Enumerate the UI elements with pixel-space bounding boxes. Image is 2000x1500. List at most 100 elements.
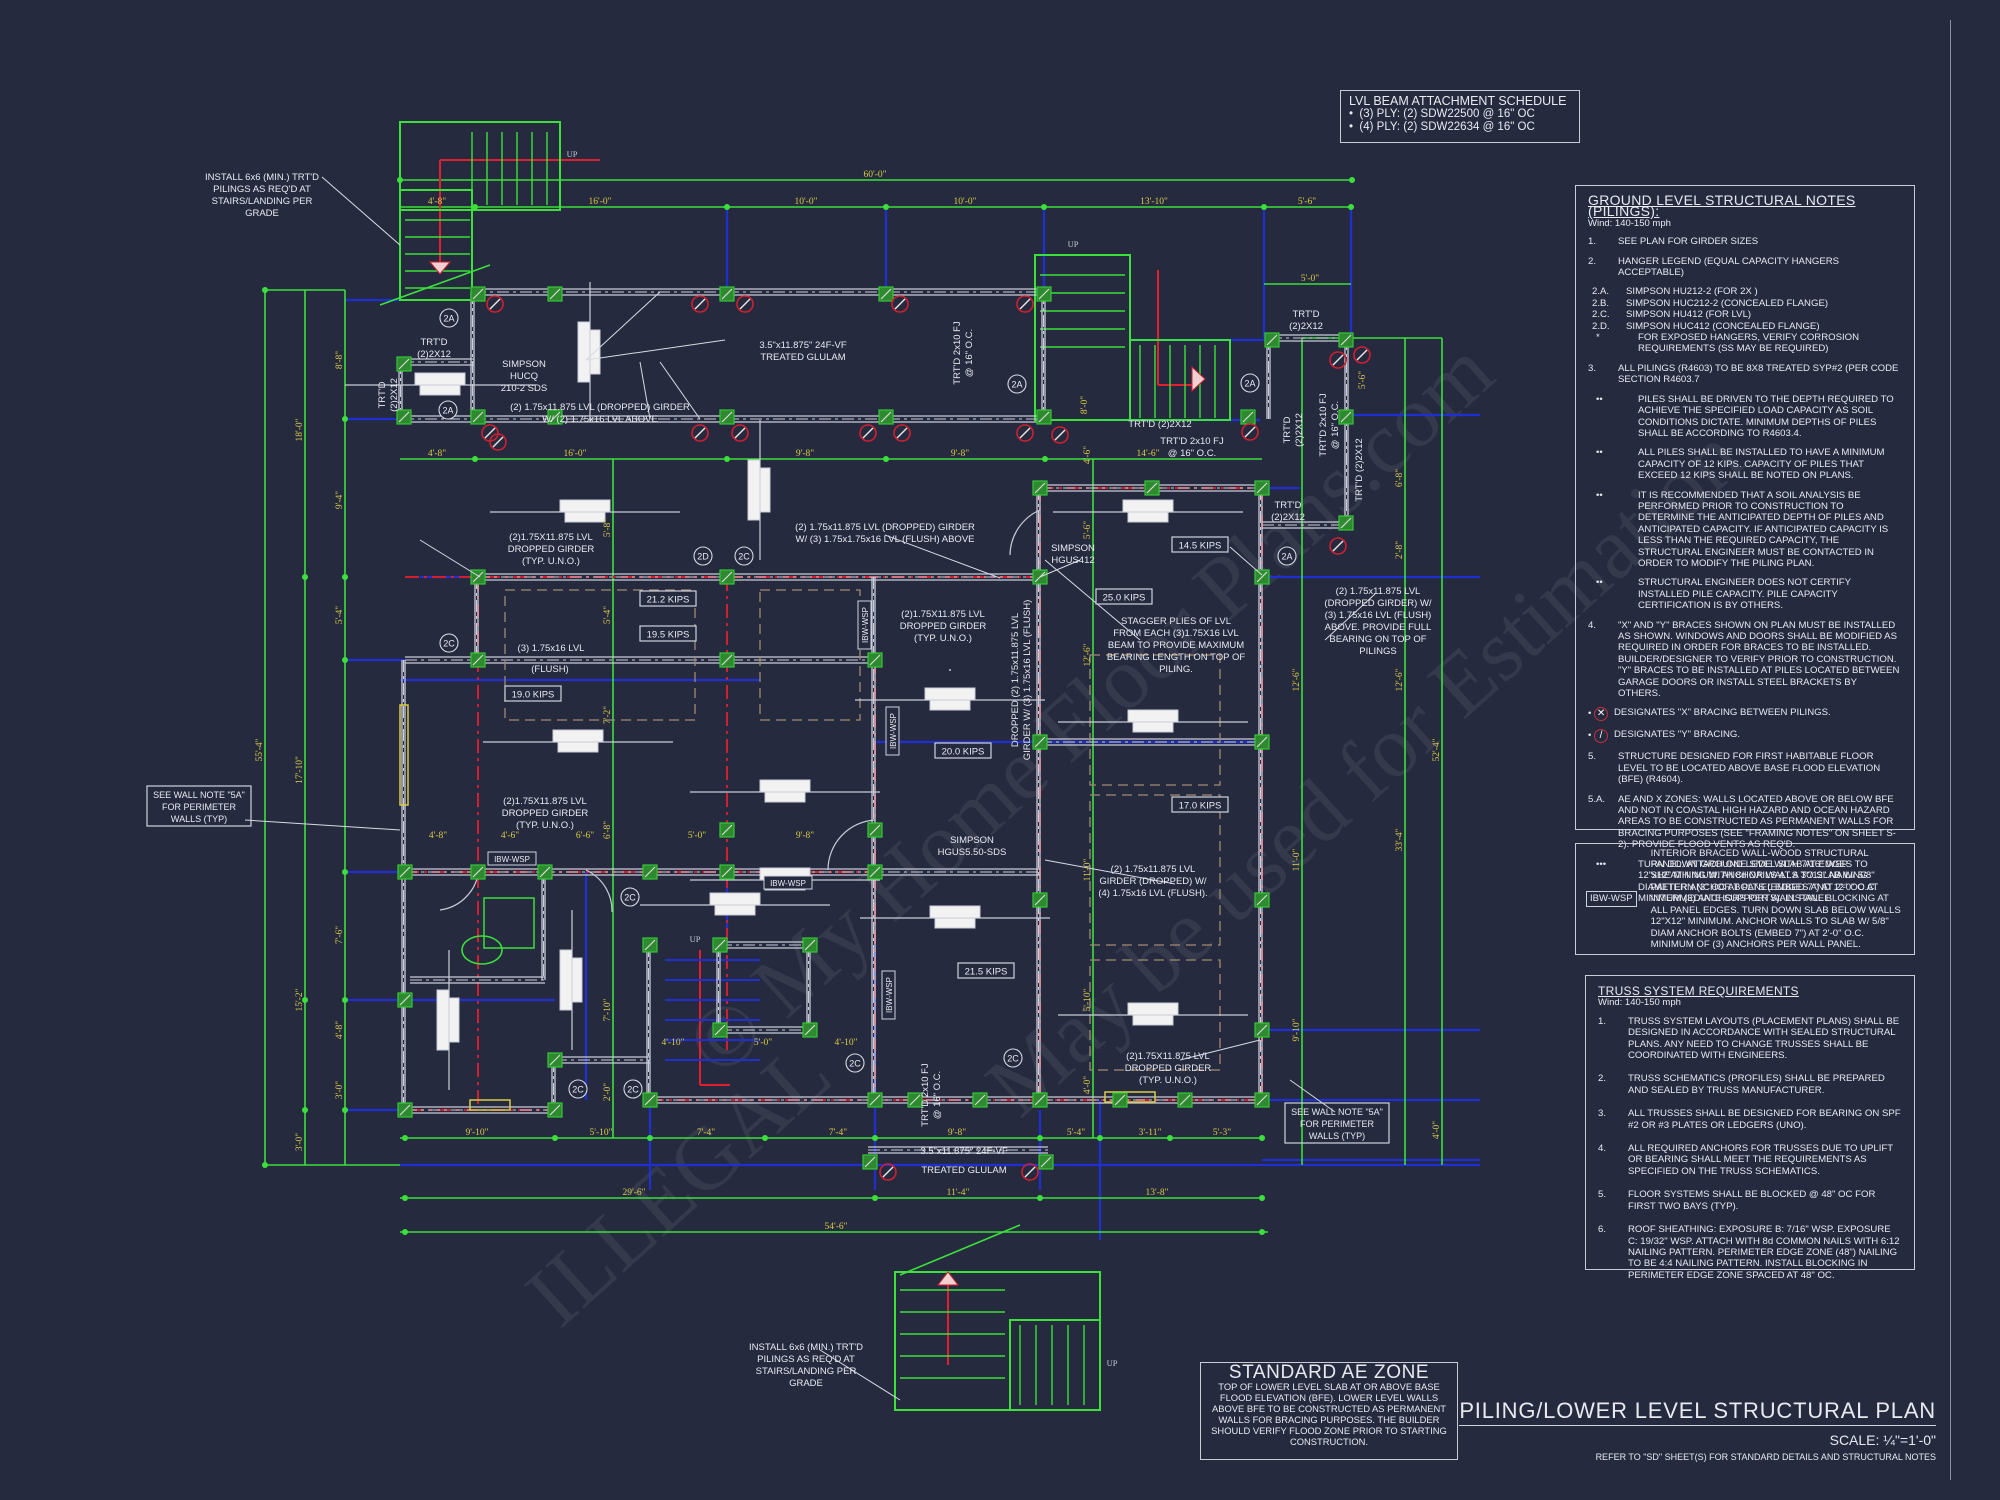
dimension-tick	[1097, 1135, 1103, 1141]
ground-note-item: ••IT IS RECOMMENDED THAT A SOIL ANALYSIS…	[1588, 490, 1902, 570]
piling-hatch	[472, 571, 484, 583]
kips-label: 20.0 KIPS	[942, 747, 985, 758]
ground-level-structural-notes: GROUND LEVEL STRUCTURAL NOTES (PILINGS):…	[1575, 185, 1915, 904]
walls	[398, 288, 1349, 1154]
plan-note: BEARING LENGTH ON TOP OF	[1107, 652, 1246, 663]
door-swing-icon	[1009, 509, 1041, 556]
plan-note: TRT'D (2)2X12	[1128, 419, 1191, 430]
dimension-tick	[472, 456, 478, 462]
y-bracing-icon-slash	[882, 1166, 894, 1178]
dimension-label: 12'-6"	[1083, 643, 1093, 666]
joist-symbol	[552, 729, 604, 743]
dimension-label: 13'-8"	[1145, 1188, 1168, 1198]
plan-note: SIMPSON	[502, 359, 546, 370]
ground-note-number: ••	[1596, 447, 1603, 459]
plan-note: TRT'D	[1282, 416, 1293, 443]
plan-note: GIRDER (DROPPED) W/	[1099, 876, 1207, 887]
dimension-label: 9'-10"	[465, 1128, 488, 1138]
piling-hatch	[804, 1024, 816, 1036]
hanger-tag-circle	[734, 546, 754, 566]
y-bracing-icon	[1016, 295, 1034, 313]
ground-note-item: 2.B.SIMPSON HUC212-2 (CONCEALED FLANGE)	[1592, 298, 1902, 309]
ground-note-item: • ✕DESIGNATES "X" BRACING BETWEEN PILING…	[1588, 707, 1902, 722]
plan-note: TRT'D 2x10 FJ	[920, 1063, 931, 1127]
hanger-tag-circle	[623, 1079, 643, 1099]
plan-note: DROPPED GIRDER	[900, 621, 987, 632]
hanger-tag-circle	[568, 1079, 588, 1099]
piling-hatch	[398, 411, 410, 423]
ibw-wsp-box	[487, 851, 537, 866]
lvl-beam-attachment-schedule: LVL BEAM ATTACHMENT SCHEDULE • (3) PLY: …	[1340, 90, 1580, 143]
y-bracing-icon	[1329, 537, 1347, 555]
dimension-tick	[472, 204, 478, 210]
ground-note-item: •••TURN DOWN GROUND LEVEL SLAB AT EDGES …	[1588, 859, 1902, 905]
dimension-label: 5'-10"	[1083, 988, 1093, 1011]
ground-note-number: *	[1596, 332, 1600, 344]
dimension-label: 16'-0"	[588, 197, 611, 207]
joist-symbol	[1127, 709, 1179, 723]
plan-note: @ 16" O.C.	[1330, 401, 1341, 449]
y-bracing-icon-slash	[1244, 426, 1256, 438]
ibw-wsp-label: IBW-WSP	[770, 879, 806, 888]
plan-note: (2) 1.75x11.875 LVL (DROPPED) GIRDER	[795, 522, 975, 533]
hanger-tag-circle	[620, 887, 640, 907]
piling-hatch	[644, 939, 656, 951]
plan-note: (TYP. U.N.O.)	[1139, 1075, 1197, 1086]
hanger-tag-label: 2A	[442, 406, 453, 416]
truss-note-item: 3.ALL TRUSSES SHALL BE DESIGNED FOR BEAR…	[1598, 1108, 1902, 1131]
joist-symbol	[1127, 1002, 1179, 1016]
joist-symbol	[934, 917, 976, 929]
dimension-label: 4'-10"	[834, 1038, 857, 1048]
ground-note-item: 3.ALL PILINGS (R4603) TO BE 8X8 TREATED …	[1588, 363, 1902, 386]
plan-note: GIRDER W/ (3) 1.75x16 LVL (FLUSH)	[1022, 600, 1033, 760]
dimension-label: 11'-0"	[1292, 849, 1302, 872]
wall-note-box	[1284, 1102, 1390, 1144]
dimension-lines	[262, 177, 1443, 1235]
truss-note-text: ALL TRUSSES SHALL BE DESIGNED FOR BEARIN…	[1628, 1108, 1901, 1131]
piling-hatch	[398, 358, 410, 370]
y-bracing-icon-slash	[484, 427, 496, 439]
dimension-label: 60'-0"	[863, 170, 886, 180]
stair-middle-run	[1129, 339, 1231, 421]
piling-hatch	[869, 1094, 881, 1106]
stair-arrow-icon	[428, 261, 452, 275]
ibw-wsp-box	[881, 970, 896, 1020]
stair-break-line	[379, 264, 491, 306]
ground-note-text: SIMPSON HU412 (FOR LVL)	[1626, 309, 1752, 321]
stair-arrow-icon	[936, 1271, 960, 1286]
piling-hatch	[1146, 482, 1158, 494]
plan-note: 3.5"x11.875" 24F-VF	[759, 340, 847, 351]
joist-symbol	[571, 957, 583, 1003]
leader-line	[884, 534, 1001, 579]
y-bracing-icon-slash	[896, 427, 908, 439]
dimension-label: 2'-0"	[603, 1083, 613, 1101]
plan-note: (2)1.75X11.875 LVL	[1126, 1051, 1210, 1062]
plan-note: (2)1.75X11.875 LVL	[901, 609, 985, 620]
dimension-label: 52'-4"	[1432, 738, 1442, 761]
piling-hatch	[1034, 1094, 1046, 1106]
y-bracing-icon	[1051, 426, 1069, 444]
y-bracing-icon	[879, 1163, 897, 1181]
plan-note: @ 16" O.C.	[964, 329, 975, 377]
dimension-label: 2'-8"	[1395, 541, 1405, 559]
ground-note-item: 2.A.SIMPSON HU212-2 (FOR 2X )	[1592, 286, 1902, 297]
y-bracing-icon	[1021, 1163, 1039, 1181]
truss-system-requirements: TRUSS SYSTEM REQUIREMENTS Wind: 140-150 …	[1585, 975, 1915, 1281]
plan-note: SIMPSON	[950, 835, 994, 846]
truss-note-number: 4.	[1598, 1143, 1607, 1155]
room-outline	[1089, 794, 1221, 946]
dimension-tick	[1042, 456, 1048, 462]
plan-note: ABOVE. PROVIDE FULL	[1325, 622, 1432, 633]
hanger-tag-label: 2D	[697, 552, 709, 562]
dimension-label: 9'-10"	[1292, 1018, 1302, 1041]
hanger-tag-circle	[1277, 546, 1297, 566]
piling-hatch	[472, 411, 484, 423]
y-bracing-icon	[731, 424, 749, 442]
y-bracing-icon-slash	[489, 298, 501, 310]
joist-symbol	[1122, 499, 1174, 513]
ground-note-item: 1.SEE PLAN FOR GIRDER SIZES	[1588, 236, 1902, 247]
dimension-tick	[1041, 204, 1047, 210]
joist-symbol	[764, 791, 806, 803]
dimension-tick	[302, 574, 308, 580]
piling-hatch	[721, 411, 733, 423]
